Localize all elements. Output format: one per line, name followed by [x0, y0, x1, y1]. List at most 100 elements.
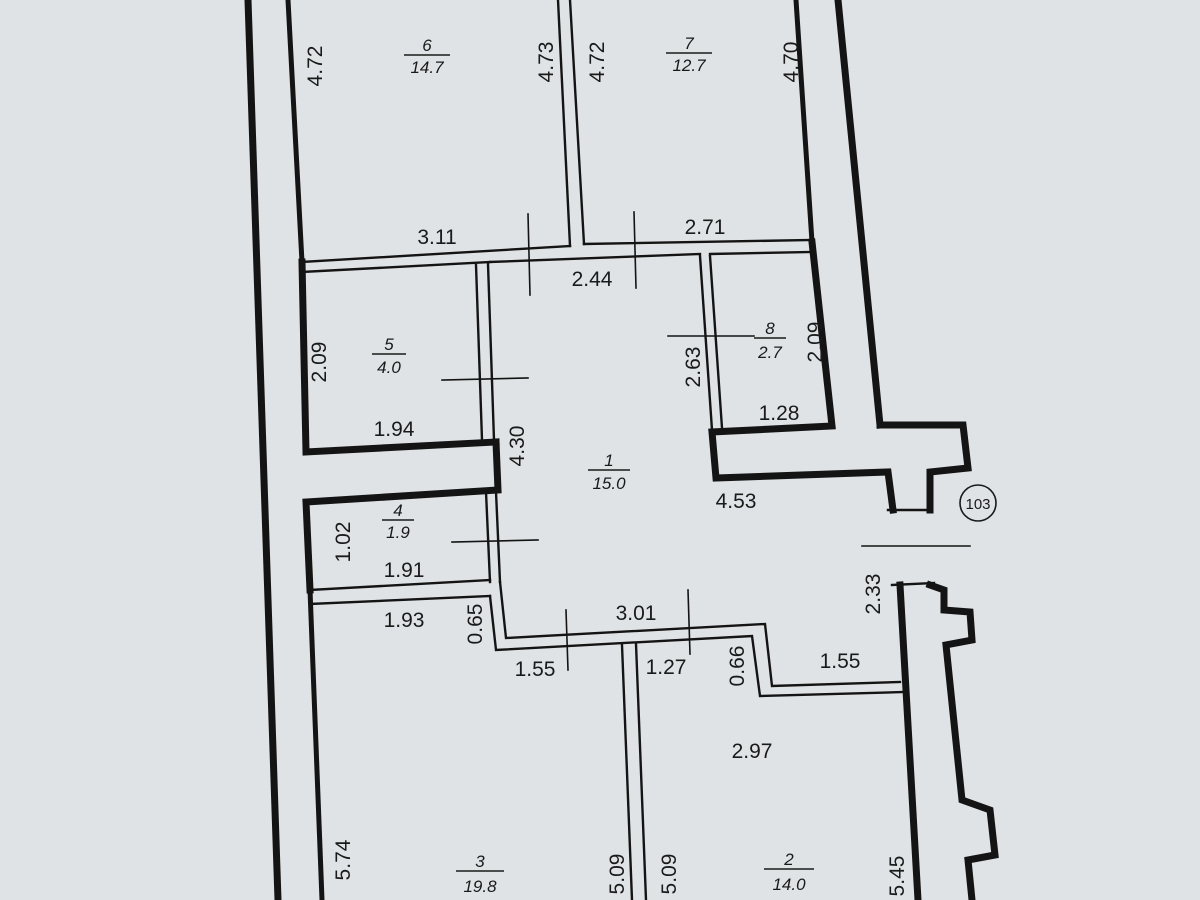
wall-room5-right-a	[474, 263, 484, 442]
room-number: 6	[422, 36, 432, 55]
room-number: 3	[475, 852, 485, 871]
room-area: 12.7	[672, 56, 706, 75]
dim-hall-bottom: 3.01	[616, 602, 657, 625]
dim-room4-bottom: 1.91	[384, 559, 425, 582]
wall-room7-bottom	[582, 238, 814, 246]
dim-room8-left: 2.63	[682, 347, 705, 388]
room-label-4: 4 1.9	[382, 501, 414, 542]
dim-room7-left: 4.72	[586, 42, 609, 83]
room-label-7: 7 12.7	[666, 34, 712, 75]
wall-room8-top	[708, 250, 814, 256]
room-number: 1	[604, 451, 613, 470]
wall-room4-right-b	[494, 490, 502, 584]
wall-room5-left-bottom	[298, 258, 500, 456]
wall-room5-right-b	[486, 262, 496, 442]
dim-room3-top: 1.93	[384, 609, 425, 632]
room-number: 8	[765, 319, 775, 338]
room-number: 5	[384, 335, 394, 354]
wall-room3-top	[308, 594, 492, 606]
dim-room5-left: 2.09	[308, 342, 331, 383]
wall-room5-top	[300, 260, 492, 274]
dim-room5-bottom: 1.94	[374, 418, 415, 441]
room-area: 19.8	[463, 877, 497, 896]
room-number: 2	[783, 850, 794, 869]
room-label-3: 3 19.8	[456, 852, 504, 896]
room-area: 4.0	[377, 358, 401, 377]
wall-room8-left-b	[708, 254, 724, 430]
marker-label: 103	[965, 496, 990, 513]
dim-hall-top: 2.44	[572, 268, 613, 291]
wall-room4-right-a	[484, 490, 492, 584]
outer-wall-right-lower	[925, 580, 999, 900]
walls-middle-rooms	[298, 238, 936, 587]
door-mark	[451, 539, 539, 543]
door-mark	[565, 609, 569, 671]
dim-room7-right: 4.70	[780, 42, 803, 83]
dim-room7-bottom: 2.71	[685, 216, 726, 239]
room-label-5: 5 4.0	[372, 335, 406, 377]
dim-room2-notch: 0.66	[726, 646, 749, 687]
door-marks	[441, 211, 971, 671]
room-label-2: 2 14.0	[764, 850, 814, 894]
dim-room2-top: 1.27	[646, 656, 687, 679]
door-mark	[687, 589, 691, 655]
dim-room2-step: 1.55	[820, 650, 861, 673]
wall-room6-right-a	[556, 0, 572, 248]
wall-room3-right	[620, 643, 634, 900]
wall-room8-right-bottom	[708, 238, 897, 514]
room-area: 14.7	[410, 58, 444, 77]
dim-room8-right: 2.09	[804, 322, 827, 363]
dim-room3-left: 5.74	[332, 839, 355, 880]
walls-lower-rooms	[302, 438, 922, 900]
dim-room6-left: 4.72	[304, 46, 327, 87]
outer-wall-entry-top	[876, 421, 972, 514]
wall-room6-bottom	[300, 244, 572, 264]
room-area: 2.7	[757, 343, 782, 362]
door-mark	[633, 211, 637, 289]
outer-wall-right-upper	[834, 0, 884, 429]
room-label-6: 6 14.7	[404, 36, 450, 77]
dim-room6-right: 4.73	[535, 42, 558, 83]
room-area: 1.9	[386, 523, 410, 542]
wall-room2-left	[634, 642, 648, 900]
wall-room2-right	[896, 581, 922, 900]
dim-room3-step: 1.55	[515, 658, 556, 681]
wall-hall-bottom-b	[488, 594, 906, 698]
outer-wall-left	[244, 0, 282, 900]
room-area: 14.0	[772, 875, 806, 894]
room-number: 4	[393, 501, 402, 520]
dim-room2-right: 5.45	[886, 856, 909, 897]
wall-room7-right	[793, 0, 815, 245]
outer-walls	[244, 0, 999, 900]
wall-room6-right-b	[568, 0, 586, 246]
dim-room6-bottom: 3.11	[417, 226, 456, 249]
wall-room4-bottom	[308, 578, 492, 592]
wall-room4-top-left	[302, 438, 502, 594]
wall-room6-left	[285, 0, 305, 265]
dim-room2-left: 5.09	[658, 854, 681, 895]
circled-marker: 103	[959, 484, 997, 522]
room-area: 15.0	[592, 474, 626, 493]
dim-entry: 2.33	[862, 574, 885, 615]
room-label-8: 8 2.7	[754, 319, 786, 362]
wall-hall-bottom-a	[498, 580, 902, 688]
dimension-labels: 3.11 2.71 2.44 1.94 1.28 4.53 1.91 1.93 …	[304, 42, 909, 897]
room-label-1: 1 15.0	[588, 451, 630, 493]
marker-circle	[959, 484, 997, 522]
room-number: 7	[684, 34, 694, 53]
walls-upper-rooms	[285, 0, 815, 274]
wall-hall-top	[488, 252, 702, 264]
dim-room3-right: 5.09	[606, 854, 629, 895]
dim-hall-right: 4.53	[716, 490, 757, 513]
door-mark	[527, 213, 531, 296]
dim-room3-notch: 0.65	[464, 604, 487, 645]
dim-room4-left: 1.02	[332, 522, 355, 563]
door-mark	[441, 377, 529, 381]
wall-room8-left-a	[698, 254, 714, 432]
dim-room8-bottom: 1.28	[759, 402, 800, 425]
dim-room2-width: 2.97	[732, 740, 773, 763]
wall-room3-left	[307, 587, 325, 900]
dim-hall-left: 4.30	[506, 426, 529, 467]
